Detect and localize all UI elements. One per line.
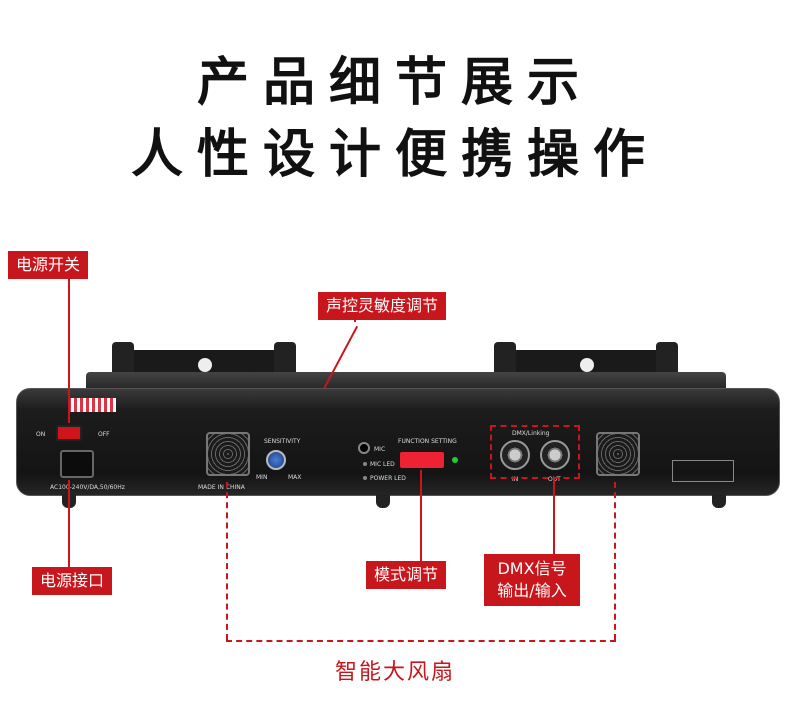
device-foot: [376, 494, 390, 508]
laser-device-rear-panel: [16, 388, 780, 496]
mic-led: [363, 462, 367, 466]
dmx-highlight-box: [490, 425, 580, 479]
callout-line: [420, 470, 422, 562]
switch-off-text: OFF: [98, 431, 110, 438]
fan-bracket-left: [226, 482, 228, 640]
page-subtitle: 人性设计便携操作: [130, 125, 659, 185]
sensitivity-text: SENSITIVITY: [264, 438, 301, 445]
page-title: 产品细节展示: [196, 53, 593, 113]
callout-dmx-line1: DMX信号: [497, 559, 567, 578]
sensitivity-knob[interactable]: [266, 450, 286, 470]
dmx-out-port[interactable]: [540, 440, 570, 470]
max-text: MAX: [288, 474, 302, 481]
power-socket[interactable]: [60, 450, 94, 478]
fan-bracket-right: [614, 482, 616, 640]
device-top-edge: [86, 372, 726, 392]
power-led: [363, 476, 367, 480]
switch-on-text: ON: [36, 431, 46, 438]
bracket-hole: [580, 358, 594, 372]
callout-dmx-line2: 输出/输入: [497, 581, 567, 600]
made-in-china-text: MADE IN CHINA: [198, 484, 245, 491]
callout-dmx: DMX信号 输出/输入: [484, 554, 580, 606]
power-led-text: POWER LED: [370, 475, 406, 482]
dmx-in-port[interactable]: [500, 440, 530, 470]
callout-sensitivity: 声控灵敏度调节: [318, 292, 447, 320]
fan-bracket-bottom: [226, 640, 616, 642]
callout-line: [68, 279, 70, 423]
callout-line: [553, 479, 555, 555]
dmx-linking-text: DMX/Linking: [512, 430, 550, 437]
mic-led-text: MIC LED: [370, 461, 395, 468]
callout-power-socket: 电源接口: [32, 567, 113, 595]
function-setting-text: FUNCTION SETTING: [398, 438, 457, 445]
info-plate: [672, 460, 734, 482]
device-foot: [712, 494, 726, 508]
min-text: MIN: [256, 474, 268, 481]
status-led: [452, 457, 458, 463]
dip-switch[interactable]: [400, 452, 444, 468]
dmx-in-text: IN: [512, 476, 519, 483]
mic: [358, 442, 370, 454]
callout-line: [68, 480, 70, 568]
warning-sticker: [68, 398, 116, 412]
callout-fans: 智能大风扇: [334, 660, 455, 685]
ac-rating-text: AC100-240V/DA,50/60Hz: [50, 484, 125, 491]
bracket-hole: [198, 358, 212, 372]
fan-right: [596, 432, 640, 476]
mic-text: MIC: [374, 446, 386, 453]
callout-line: [354, 320, 356, 322]
callout-power-switch: 电源开关: [8, 251, 89, 279]
fan-left: [206, 432, 250, 476]
power-switch[interactable]: [56, 425, 82, 441]
callout-mode: 模式调节: [366, 561, 447, 589]
